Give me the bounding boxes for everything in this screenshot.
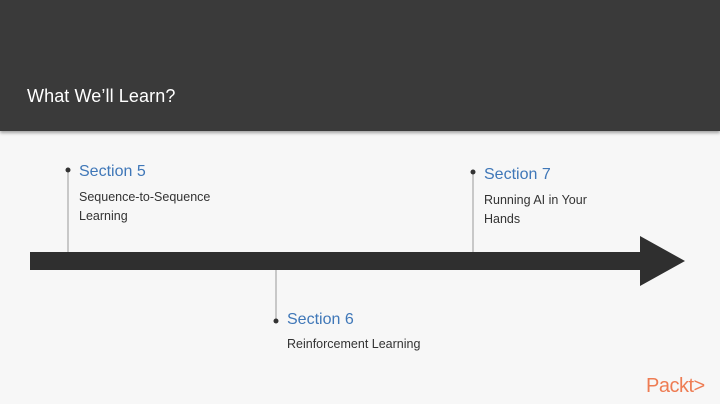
- section-5-dot: [65, 167, 71, 173]
- section-6-title: Section 6: [287, 311, 354, 328]
- section-6-description: Reinforcement Learning: [287, 337, 421, 351]
- section-7-description: Running AI in Your Hands: [484, 193, 587, 226]
- slide-title: What We’ll Learn?: [27, 86, 176, 106]
- section-6-dot: [273, 318, 279, 324]
- section-5-title: Section 5: [79, 163, 146, 180]
- packt-logo: Packt>: [646, 375, 705, 397]
- section-5-description: Sequence-to-Sequence Learning: [79, 190, 211, 223]
- section-7-title: Section 7: [484, 166, 551, 183]
- slide-header: What We’ll Learn?: [0, 0, 720, 131]
- section-7-dot: [470, 169, 476, 175]
- timeline-arrow: [30, 236, 685, 286]
